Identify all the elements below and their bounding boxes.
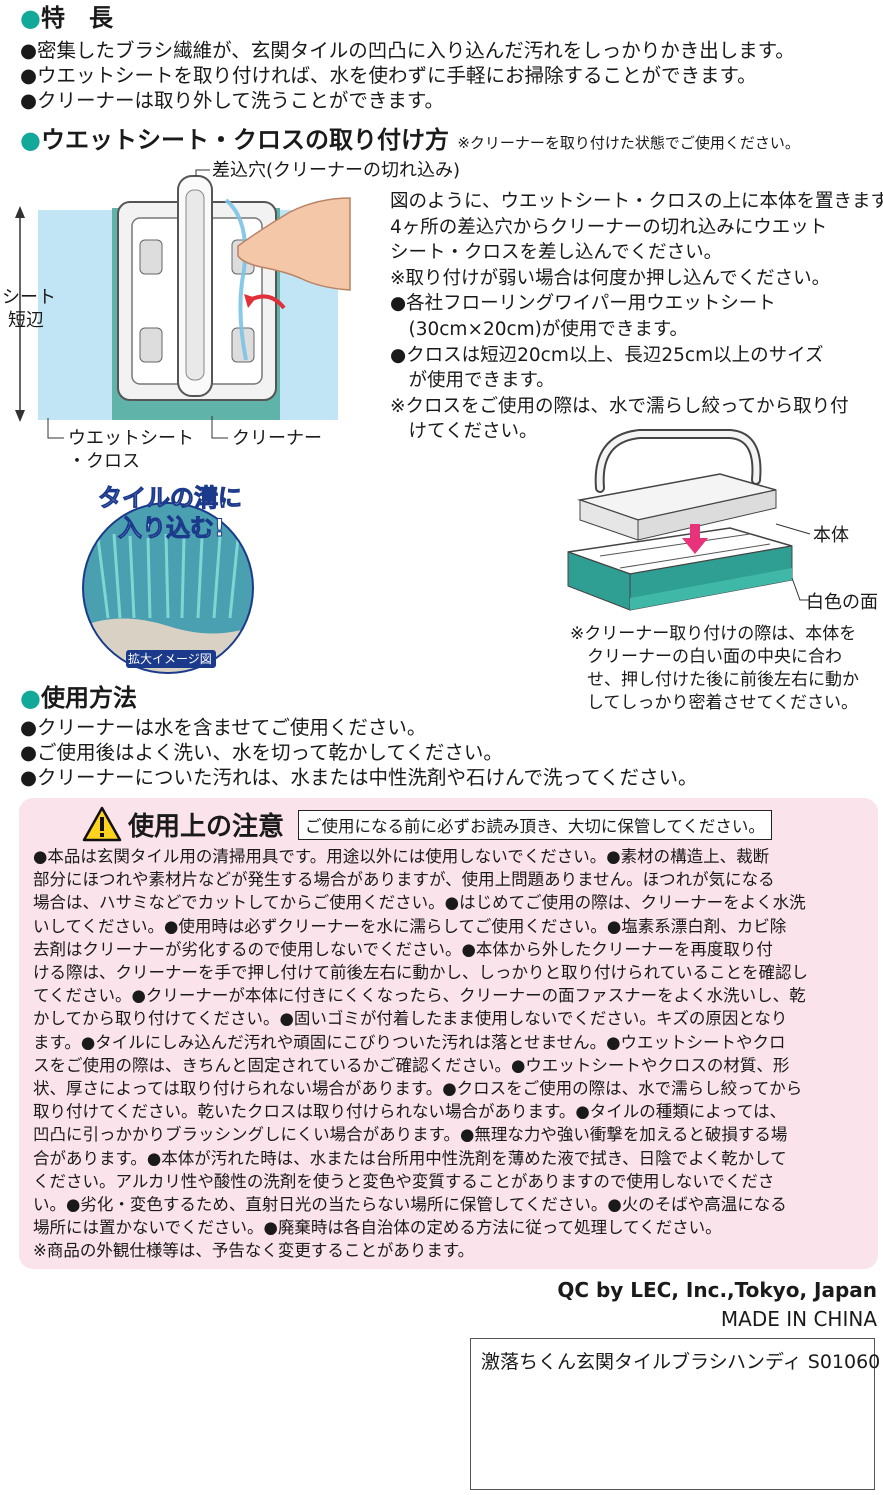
bullet-dot: ● [20, 4, 41, 32]
caution-line: 部分にほつれや素材片などが発生する場合がありますが、使用上問題ありません。ほつれ… [33, 870, 775, 890]
features-heading: ●特 長 [20, 4, 113, 32]
feature-item: ●クリーナーは取り外して洗うことができます。 [20, 89, 444, 112]
company-name: QC by LEC, Inc.,Tokyo, Japan [557, 1278, 877, 1302]
caution-panel [19, 798, 878, 1269]
description-line: けてください。 [390, 421, 538, 443]
caution-subtitle: ご使用になる前に必ずお読み頂き、大切に保管してください。 [298, 810, 772, 840]
usage-item: ●ご使用後はよく洗い、水を切って乾かしてください。 [20, 741, 503, 764]
caution-line: 合があります。●本体が汚れた時は、水または台所用中性洗剤を薄めた液で拭き、日陰で… [33, 1148, 787, 1168]
caution-line: かしてから取り付けてください。●固いゴミが付着したまま使用しないでください。キズ… [33, 1009, 788, 1029]
wet-sheet-label-1: ウエットシート [68, 428, 194, 449]
slot-shape [139, 239, 163, 275]
caution-line: いしてください。●使用時は必ずクリーナーを水に濡らしてご使用ください。●塩素系漂… [33, 916, 787, 936]
caution-line: スをご使用の際は、きちんと固定されているかご確認ください。●ウエットシートやクロ… [33, 1055, 790, 1075]
warning-icon [82, 806, 122, 842]
product-info-box [470, 1338, 875, 1490]
caution-line: 場所には置かないでください。●廃棄時は各自治体の定める方法に従って処理してくださ… [33, 1218, 722, 1238]
down-arrow-shape [682, 538, 708, 554]
attach-diagram [15, 169, 351, 439]
badge-text-2: 入り込む! [118, 514, 226, 543]
arrow-shape [244, 294, 256, 308]
caution-line: ください。アルカリ性や酸性の洗剤を使うと変色や変質することがありますので使用しな… [33, 1171, 775, 1191]
attach-heading: ●ウエットシート・クロスの取り付け方 ※クリーナーを取り付けた状態でご使用くださ… [20, 126, 800, 154]
hand-shape [237, 197, 351, 291]
caution-line: 状、厚さによっては取り付けられない場合があります。●クロスをご使用の際は、水で濡… [33, 1079, 803, 1099]
caution-line: 場合は、ハサミなどでカットしてからご使用ください。●はじめてご使用の際は、クリー… [33, 893, 806, 913]
wet-sheet-label-2: ・クロス [68, 451, 140, 472]
description-line: シート・クロスを差し込んでください。 [390, 242, 723, 264]
description-line: 4ヶ所の差込穴からクリーナーの切れ込みにウエット [390, 216, 828, 238]
caution-line: ※商品の外観仕様等は、予告なく変更することがあります。 [33, 1241, 475, 1261]
body-label: 本体 [813, 525, 849, 546]
usage-list: ●クリーナーは水を含ませてご使用ください。 ●ご使用後はよく洗い、水を切って乾か… [20, 715, 697, 790]
usage-item: ●クリーナーは水を含ませてご使用ください。 [20, 716, 427, 739]
attach-description: 図のように、ウエットシート・クロスの上に本体を置きます。 4ヶ所の差込穴からクリ… [390, 189, 883, 445]
bullet-dot: ● [20, 684, 41, 712]
caution-line: 取り付けてください。乾いたクロスは取り付けられない場合があります。●タイルの種類… [33, 1102, 787, 1122]
caution-line: 凹凸に引っかかりブラッシングしにくい場合があります。●無理な力や強い衝撃を加える… [33, 1125, 788, 1145]
mount-note-line: せ、押し付けた後に前後左右に動か [570, 670, 859, 690]
mount-diagram [567, 429, 811, 611]
caution-line: ます。●タイルにしみ込んだ汚れや頑固にこびりついた汚れは落とせません。●ウエット… [33, 1032, 786, 1052]
bullet-dot: ● [20, 126, 41, 154]
mount-note-line: してしっかり密着させてください。 [570, 693, 858, 713]
features-list: ●密集したブラシ繊維が、玄関タイルの凹凸に入り込んだ汚れをしっかりかき出します。… [20, 38, 795, 113]
caution-line: 去剤はクリーナーが劣化するので使用しないでください。●本体から外したクリーナーを… [33, 939, 773, 959]
mount-note-line: クリーナーの白い面の中央に合わ [570, 647, 842, 667]
sheet-short-edge-label-1: シート [2, 287, 56, 308]
product-name: 激落ちくん玄関タイルブラシハンディ S01060 [481, 1351, 881, 1373]
caution-title: 使用上の注意 [128, 812, 285, 842]
feature-item: ●密集したブラシ繊維が、玄関タイルの凹凸に入り込んだ汚れをしっかりかき出します。 [20, 39, 795, 62]
zoom-image-badge [82, 502, 254, 674]
badge-text-1: タイルの溝に [98, 484, 243, 513]
caution-line: ●本品は玄関タイル用の清掃用具です。用途以外には使用しないでください。●素材の構… [33, 847, 770, 866]
description-line: (30cm×20cm)が使用できます。 [390, 318, 689, 340]
cleaner-label: クリーナー [232, 428, 322, 449]
slot-shape [139, 327, 163, 363]
mount-note: ※クリーナー取り付けの際は、本体を クリーナーの白い面の中央に合わ せ、押し付け… [570, 623, 859, 715]
slot-label: 差込穴(クリーナーの切れ込み) [212, 160, 461, 181]
white-face-label: 白色の面 [806, 592, 878, 613]
badge-caption: 拡大イメージ図 [128, 652, 212, 666]
sheet-short-edge-label-2: 短辺 [8, 310, 44, 331]
caution-line: い。●劣化・変色するため、直射日光の当たらない場所に保管してください。●火のそば… [33, 1195, 787, 1215]
description-line: 図のように、ウエットシート・クロスの上に本体を置きます。 [390, 191, 883, 212]
description-line: ※クロスをご使用の際は、水で濡らし絞ってから取り付 [390, 395, 849, 417]
feature-item: ●ウエットシートを取り付ければ、水を使わずに手軽にお掃除することができます。 [20, 64, 757, 87]
caution-line: てください。●クリーナーが本体に付きにくくなったら、クリーナーの面ファスナーをよ… [33, 986, 806, 1006]
made-in: MADE IN CHINA [720, 1307, 877, 1331]
caution-body: ●本品は玄関タイル用の清掃用具です。用途以外には使用しないでください。●素材の構… [33, 845, 871, 1263]
mount-note-line: ※クリーナー取り付けの際は、本体を [570, 624, 857, 644]
description-line: ●クロスは短辺20cm以上、長辺25cm以上のサイズ [390, 344, 824, 366]
attach-heading-note: ※クリーナーを取り付けた状態でご使用ください。 [457, 134, 800, 152]
usage-heading: ●使用方法 [20, 684, 137, 712]
caution-line: ける際は、クリーナーを手で押し付けて前後左右に動かし、しっかりと取り付けられてい… [33, 963, 809, 983]
usage-item: ●クリーナーについた汚れは、水または中性洗剤や石けんで洗ってください。 [20, 766, 698, 789]
description-line: ※取り付けが弱い場合は何度か押し込んでください。 [390, 267, 831, 289]
description-line: が使用できます。 [390, 370, 555, 392]
description-line: ●各社フローリングワイパー用ウエットシート [390, 293, 776, 315]
